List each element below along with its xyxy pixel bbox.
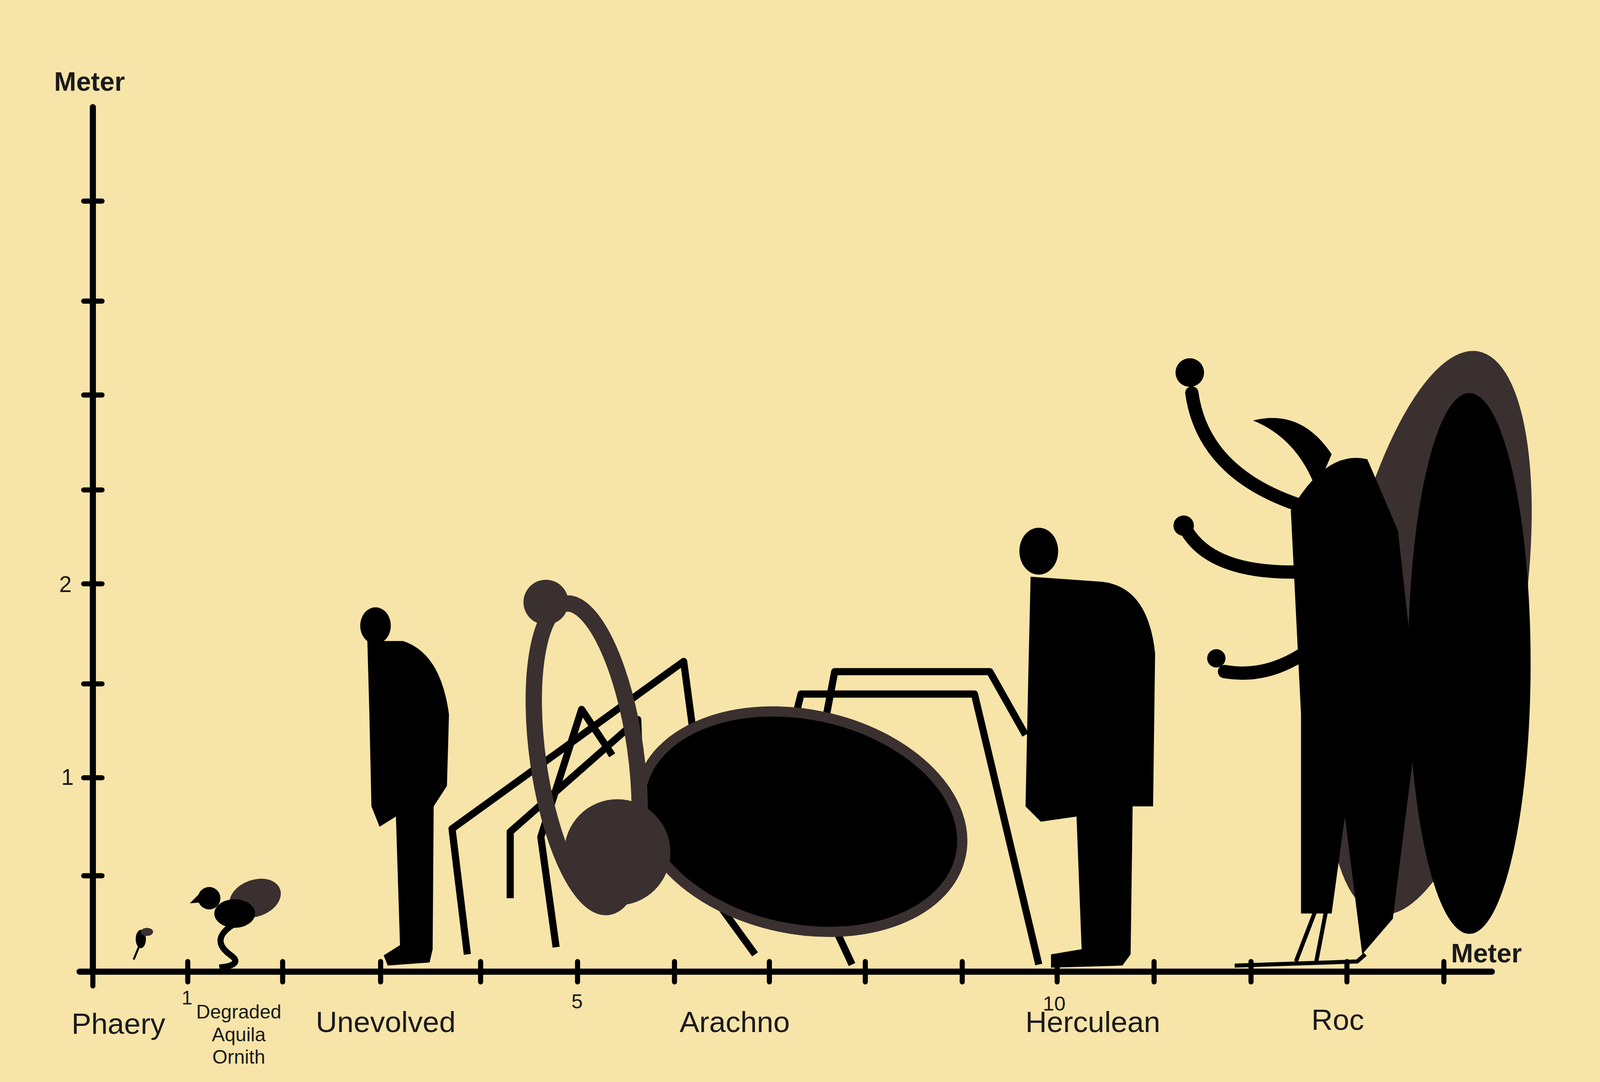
phaery-silhouette	[133, 927, 153, 960]
creature-name: Phaery	[71, 1008, 166, 1041]
axes	[79, 107, 1492, 986]
creature-name: Herculean	[1025, 1005, 1161, 1039]
creature-name: Degraded Aquila Ornith	[191, 1001, 286, 1069]
tick-label: 1	[61, 765, 75, 790]
tick-label: 1	[181, 987, 193, 1010]
tick-label: 2	[59, 572, 72, 598]
arachno-silhouette	[452, 579, 1039, 965]
herculean-silhouette	[1019, 527, 1156, 968]
creature-name: Arachno	[679, 1005, 790, 1039]
tick-label: 5	[571, 989, 583, 1013]
unevolved-silhouette	[360, 607, 450, 966]
axis-unit: Meter	[53, 67, 125, 97]
roc-silhouette	[1173, 335, 1569, 966]
creature-name: Roc	[1311, 1004, 1364, 1037]
ornith-silhouette	[189, 871, 287, 967]
axis-unit: Meter	[1451, 938, 1523, 969]
creature-name: Unevolved	[315, 1005, 456, 1039]
